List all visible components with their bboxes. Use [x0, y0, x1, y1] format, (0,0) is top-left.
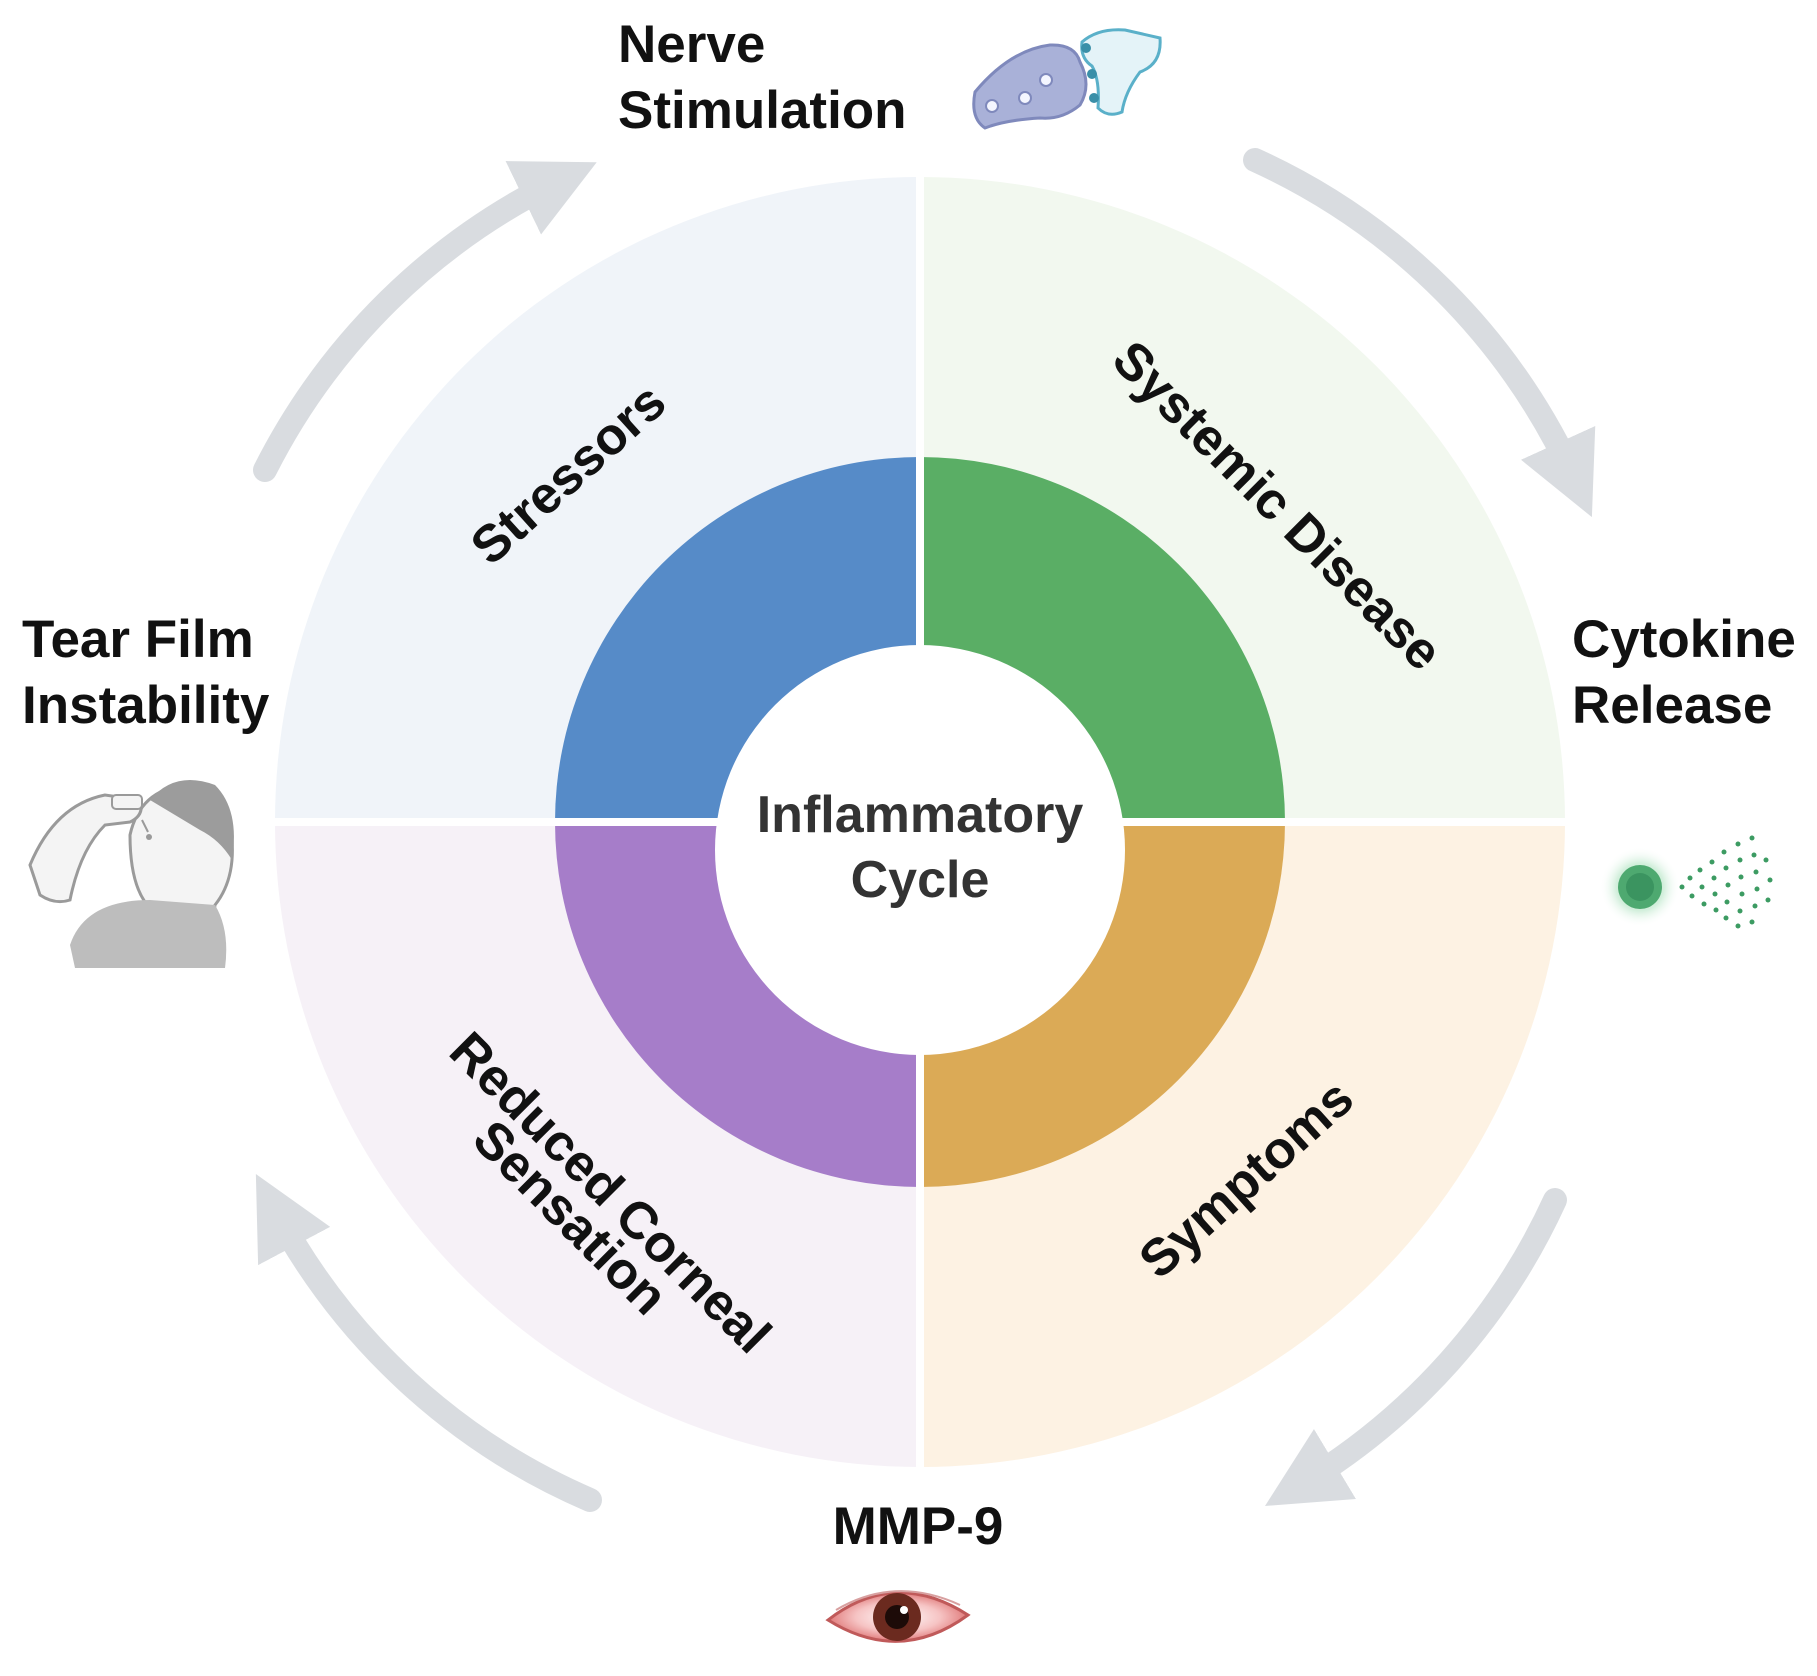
center-title-line1: Inflammatory [757, 786, 1084, 844]
label-tear-film-line1: Tear Film [22, 610, 254, 669]
label-cytokine-release-line2: Release [1572, 676, 1772, 735]
red-eye-icon [825, 1590, 971, 1643]
label-nerve-stimulation-line1: Nerve [618, 15, 765, 74]
eye-drops-person-icon [28, 780, 234, 968]
arrow-nerve-to-cytokine [1243, 148, 1596, 518]
cytokine-cell-icon [1600, 835, 1773, 929]
center-circle [715, 645, 1125, 1055]
label-mmp9: MMP-9 [833, 1497, 1004, 1556]
synapse-icon [972, 28, 1162, 130]
arrow-cytokine-to-mmp9 [1265, 1188, 1567, 1506]
center-title-line2: Cycle [851, 851, 990, 909]
label-tear-film-line2: Instability [22, 676, 270, 735]
label-cytokine-release-line1: Cytokine [1572, 610, 1796, 669]
arrow-mmp9-to-tear [255, 1173, 602, 1512]
arrow-tear-to-nerve [253, 161, 597, 482]
label-nerve-stimulation-line2: Stimulation [618, 81, 907, 140]
cycle-arrows [253, 148, 1596, 1512]
